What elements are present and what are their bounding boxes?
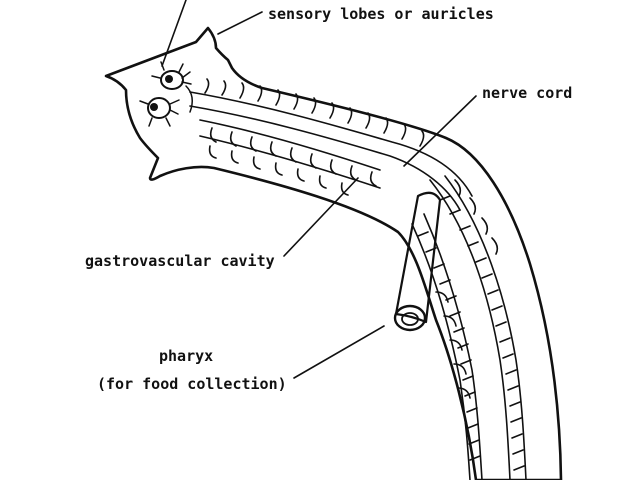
pharynx-leader [293,325,385,379]
body-outline [104,26,563,480]
label-sensory-lobes: sensory lobes or auricles [268,5,494,23]
label-gastrovascular-cavity: gastrovascular cavity [85,252,275,270]
nerve-cord-leader [403,95,477,167]
label-pharynx-line1: pharyx [159,347,213,365]
eyespot-lower [147,97,171,119]
gastrovascular-leader [283,177,359,257]
label-pharynx-line2: (for food collection) [97,375,287,393]
cerebral-ganglia [139,61,193,127]
pharynx [393,191,442,332]
sensory-lobes-leader [217,11,263,35]
eyespot-leader [161,0,187,67]
label-nerve-cord: nerve cord [482,84,572,102]
gastrovascular-cavity [189,78,473,211]
leader-lines [161,0,477,379]
eyespot-upper [160,70,184,90]
nerve-cord [411,175,527,480]
